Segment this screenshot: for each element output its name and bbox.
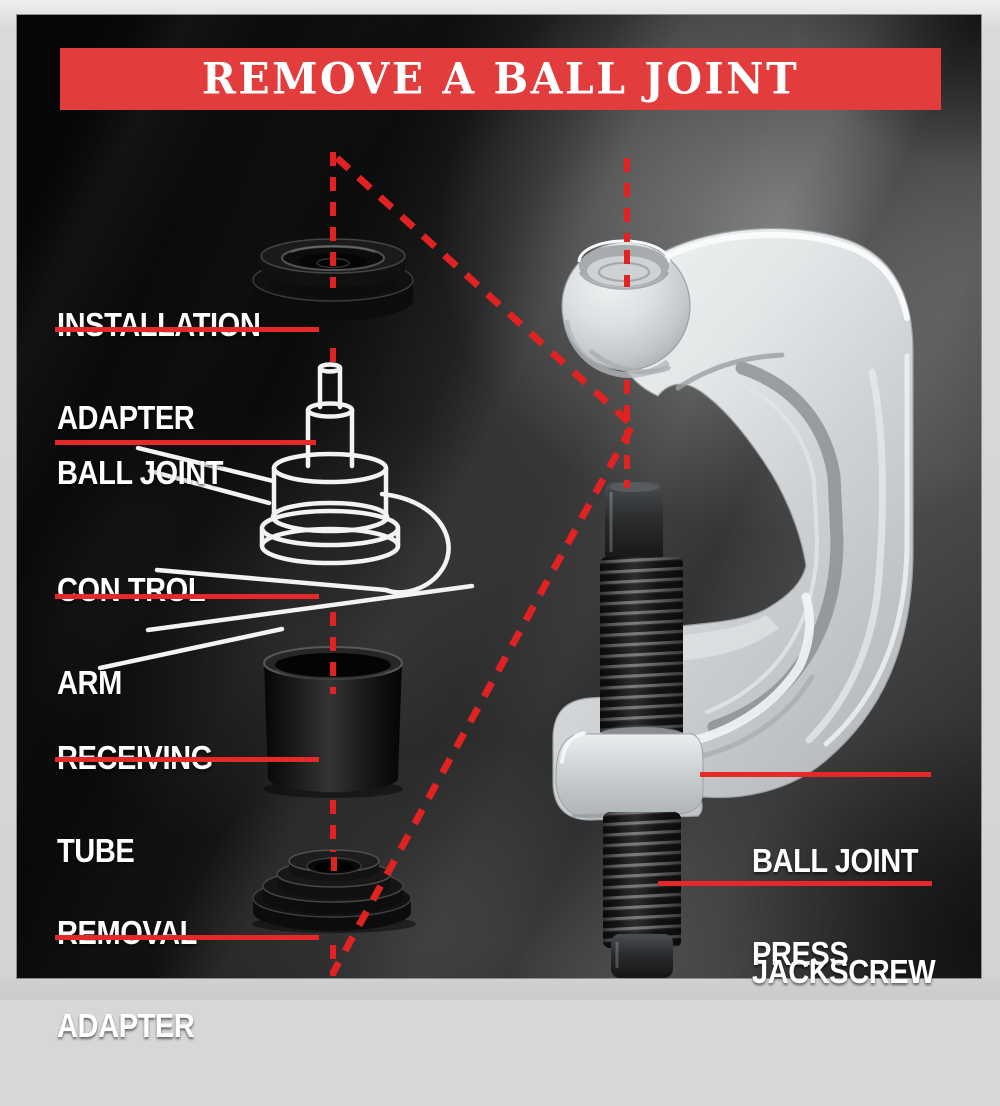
- press-boss-front: [555, 733, 704, 819]
- callout-label: REMOVAL: [57, 914, 197, 951]
- callout-label: BALL JOINT: [752, 842, 919, 879]
- jackscrew-part: [555, 482, 704, 978]
- jackscrew-tip: [611, 934, 673, 978]
- outer-frame: REMOVE A BALL JOINT INSTALLATION ADAPTER…: [0, 0, 1000, 1042]
- callout-control-arm: CON TROL ARM: [57, 512, 206, 760]
- bore-rim-shadow: [578, 271, 670, 290]
- callout-ball-joint: BALL JOINT: [57, 395, 224, 550]
- ball-joint-and-control-arm-art: [97, 362, 475, 671]
- callout-line-ball-joint-press: [700, 772, 931, 777]
- callout-installation-adapter: INSTALLATION ADAPTER: [57, 247, 261, 495]
- control-arm-upper-edge: [135, 445, 276, 484]
- callout-line-removal-adapter: [55, 935, 319, 940]
- callout-label: BALL JOINT: [57, 454, 224, 491]
- callout-line-jackscrew: [658, 881, 932, 886]
- dashed-diagonal-upper: [334, 155, 634, 427]
- callout-label: TUBE: [57, 832, 135, 869]
- callout-line-installation-adapter: [55, 327, 319, 332]
- callout-jackscrew: JACKSCREW: [752, 894, 936, 1049]
- page-title: REMOVE A BALL JOINT: [201, 53, 800, 104]
- jackscrew-cap: [605, 482, 663, 564]
- callout-label: ARM: [57, 664, 122, 701]
- callout-label: CON TROL: [57, 571, 206, 608]
- diagram-canvas: [97, 152, 914, 978]
- callout-line-control-arm: [55, 594, 319, 599]
- callout-label: ADAPTER: [57, 399, 195, 436]
- ball-joint-stud: [317, 362, 343, 374]
- removal-adapter-part: [252, 849, 416, 933]
- callout-line-ball-joint: [55, 440, 316, 445]
- alignment-dashes-front: [329, 152, 635, 976]
- callout-label: PRESS: [752, 935, 849, 972]
- title-banner: REMOVE A BALL JOINT: [60, 48, 941, 110]
- bottom-arm-top-face: [652, 615, 779, 662]
- alignment-dashes-behind: [334, 155, 634, 427]
- callout-label: INSTALLATION: [57, 306, 261, 343]
- callout-removal-adapter: REMOVAL ADAPTER: [57, 855, 197, 1103]
- dashed-axis-left: [330, 152, 337, 976]
- callout-label: ADAPTER: [57, 1007, 195, 1044]
- callout-line-receiving-tube: [55, 757, 319, 762]
- press-surface-details: [589, 231, 910, 761]
- callout-label: JACKSCREW: [752, 953, 936, 990]
- callout-ball-joint-press: BALL JOINT PRESS: [752, 783, 919, 1031]
- control-arm-loop: [154, 491, 451, 595]
